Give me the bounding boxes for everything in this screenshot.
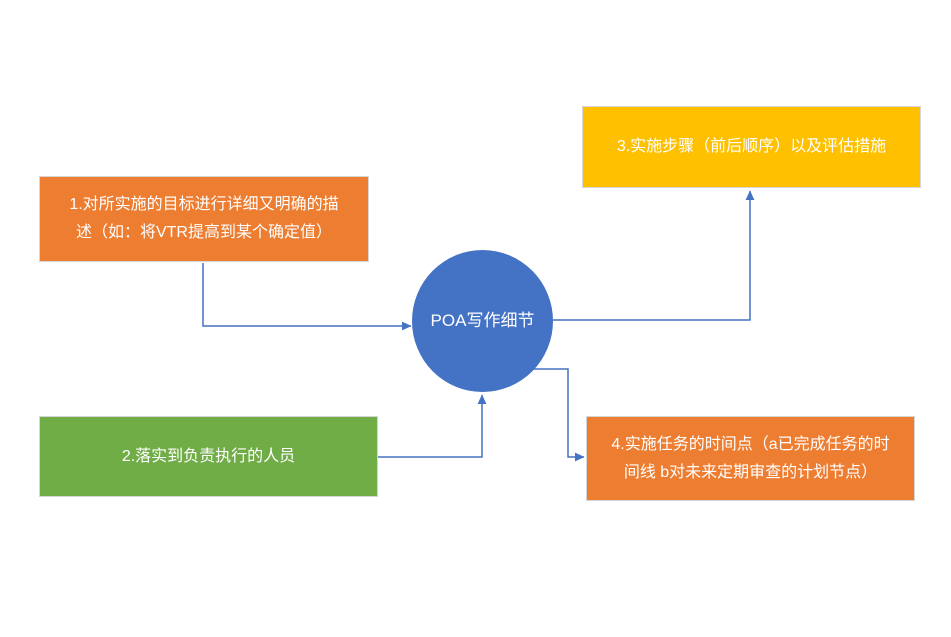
node-implementation-steps: 3.实施步骤（前后顺序）以及评估措施 <box>582 106 921 188</box>
node-responsible-person-label: 2.落实到负责执行的人员 <box>121 447 296 465</box>
node-poa-center: POA写作细节 <box>412 250 553 392</box>
node-goal-description-label: 1.对所实施的目标进行详细又明确的描 述（如：将VTR提高到某个确定值） <box>69 196 339 241</box>
node-poa-center-label: POA写作细节 <box>430 311 535 330</box>
connector-goal-description-to-center <box>202 263 412 331</box>
node-task-timing: 4.实施任务的时间点（a已完成任务的时 间线 b对未来定期审查的计划节点） <box>586 416 915 501</box>
connector-center-to-implementation-steps <box>553 190 755 321</box>
connector-responsible-person-to-center <box>378 394 487 458</box>
node-responsible-person: 2.落实到负责执行的人员 <box>39 416 378 497</box>
node-task-timing-label: 4.实施任务的时间点（a已完成任务的时 间线 b对未来定期审查的计划节点） <box>611 435 890 481</box>
node-implementation-steps-label: 3.实施步骤（前后顺序）以及评估措施 <box>616 138 887 155</box>
node-goal-description: 1.对所实施的目标进行详细又明确的描 述（如：将VTR提高到某个确定值） <box>39 176 369 262</box>
connector-center-to-task-timing <box>531 368 585 462</box>
